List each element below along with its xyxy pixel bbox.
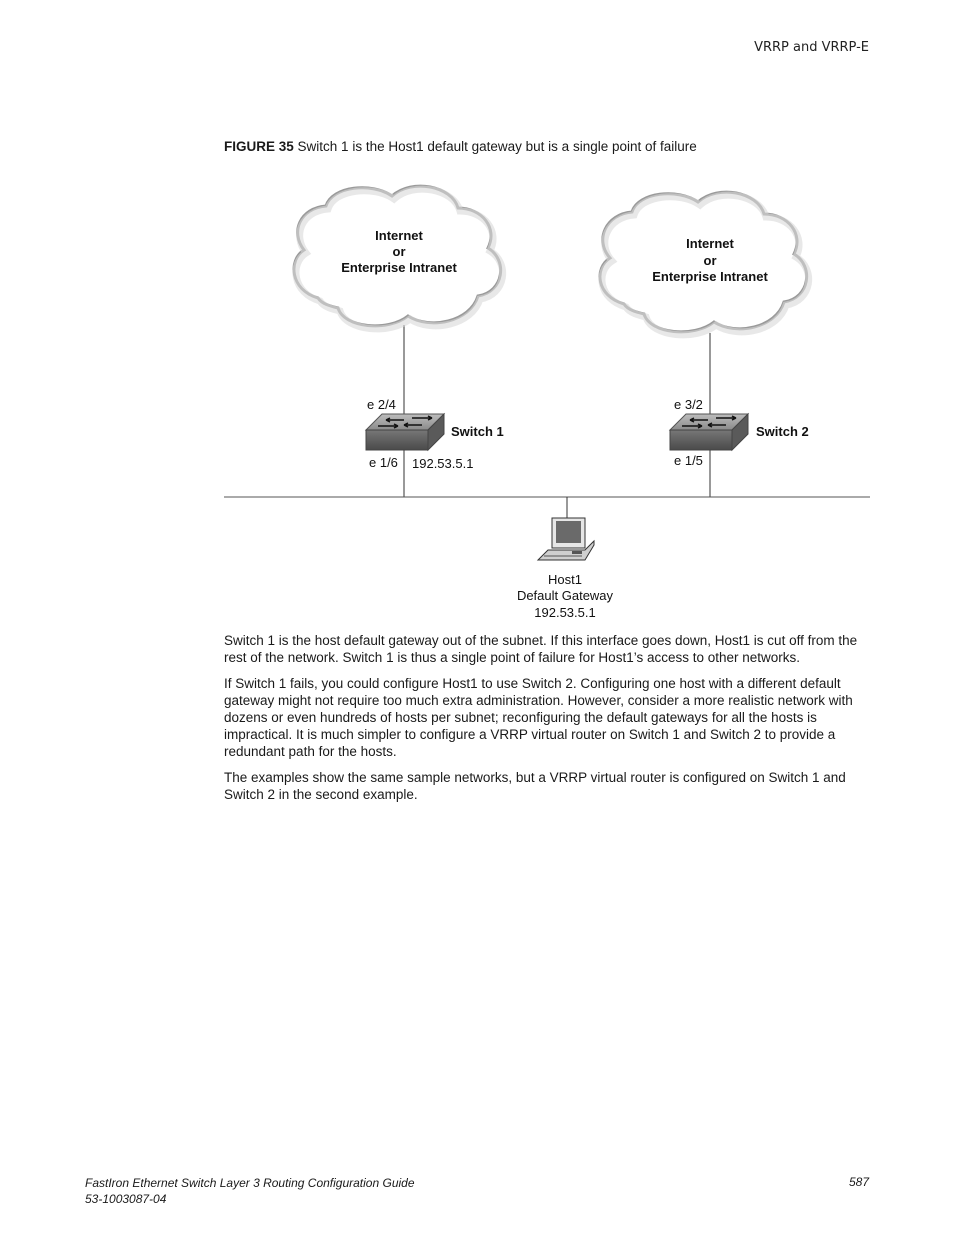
switch-1-ip: 192.53.5.1 xyxy=(412,456,473,471)
running-header: VRRP and VRRP-E xyxy=(754,40,869,55)
footer-doc-info: FastIron Ethernet Switch Layer 3 Routing… xyxy=(85,1175,415,1207)
switch-1-port-top: e 2/4 xyxy=(367,397,396,412)
cloud-left: Internet or Enterprise Intranet xyxy=(292,184,507,333)
switch-1-icon xyxy=(364,412,446,452)
body-text: Switch 1 is the host default gateway out… xyxy=(224,632,874,812)
switch-1-label: Switch 1 xyxy=(451,424,504,439)
switch-2-icon xyxy=(668,412,750,452)
cloud-left-line2: or xyxy=(393,244,406,259)
cloud-right-line3: Enterprise Intranet xyxy=(652,269,768,284)
cloud-left-line1: Internet xyxy=(375,228,423,243)
switch-2-label: Switch 2 xyxy=(756,424,809,439)
footer-page-number: 587 xyxy=(848,1175,869,1189)
figure-label: FIGURE 35 xyxy=(224,139,294,154)
network-diagram: Internet or Enterprise Intranet Internet… xyxy=(224,184,870,620)
cloud-right: Internet or Enterprise Intranet xyxy=(598,190,813,339)
paragraph: The examples show the same sample networ… xyxy=(224,770,846,802)
figure-caption: FIGURE 35 Switch 1 is the Host1 default … xyxy=(224,139,697,154)
cloud-right-line1: Internet xyxy=(686,236,734,251)
footer-doc-title: FastIron Ethernet Switch Layer 3 Routing… xyxy=(85,1176,415,1190)
footer-doc-number: 53-1003087-04 xyxy=(85,1192,167,1206)
cloud-left-line3: Enterprise Intranet xyxy=(341,260,457,275)
host-ip: 192.53.5.1 xyxy=(534,605,595,620)
paragraph: Switch 1 is the host default gateway out… xyxy=(224,633,858,665)
laptop-icon xyxy=(536,517,595,561)
paragraph: If Switch 1 fails, you could configure H… xyxy=(224,676,853,759)
switch-1-port-bottom: e 1/6 xyxy=(369,455,398,470)
host-role: Default Gateway xyxy=(517,588,614,603)
switch-2-port-bottom: e 1/5 xyxy=(674,453,703,468)
figure-caption-text: Switch 1 is the Host1 default gateway bu… xyxy=(297,139,697,154)
switch-2-port-top: e 3/2 xyxy=(674,397,703,412)
cloud-right-line2: or xyxy=(704,253,717,268)
host-name: Host1 xyxy=(548,572,582,587)
